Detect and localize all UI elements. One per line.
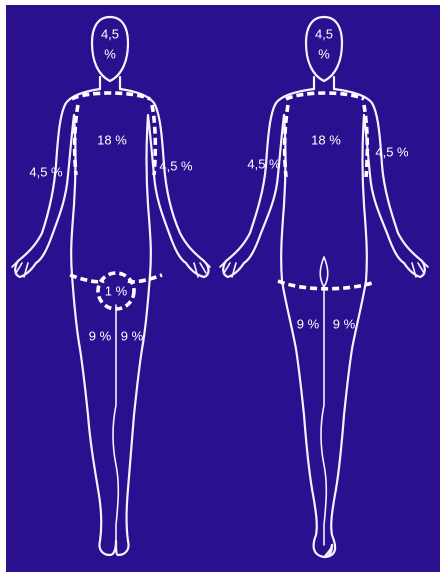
back-neck-boundary xyxy=(286,93,364,99)
front-right-arm-label: 4,5 % xyxy=(29,164,63,179)
back-inner-leg-line xyxy=(321,287,326,545)
back-trunk-label: 18 % xyxy=(311,132,341,147)
back-left-shoulder-boundary xyxy=(285,105,288,177)
back-left-arm-label: 4,5 % xyxy=(375,144,409,159)
front-head-label-top: 4,5 xyxy=(101,26,119,41)
back-neck-outline xyxy=(314,77,334,89)
front-trunk-label: 18 % xyxy=(97,132,127,147)
back-right-arm-label: 4,5 % xyxy=(247,156,281,171)
front-left-shoulder-boundary xyxy=(75,105,78,175)
back-head-label-top: 4,5 xyxy=(315,26,333,41)
front-groin-boundary xyxy=(70,275,162,282)
front-inner-leg-line xyxy=(113,305,118,541)
front-left-silhouette xyxy=(15,89,116,555)
back-left-leg-label: 9 % xyxy=(333,316,356,331)
body-figures-canvas: 4,5 % 18 % 4,5 % 4,5 % 1 % 9 % 9 % 4,5 %… xyxy=(6,5,440,572)
front-left-arm-label: 4,5 % xyxy=(159,158,193,173)
front-right-leg-label: 9 % xyxy=(89,328,112,343)
front-left-leg-label: 9 % xyxy=(121,328,144,343)
back-figure xyxy=(220,17,428,557)
back-head-label-unit: % xyxy=(318,46,330,61)
back-right-leg-label: 9 % xyxy=(297,316,320,331)
body-surface-diagram: 4,5 % 18 % 4,5 % 4,5 % 1 % 9 % 9 % 4,5 %… xyxy=(6,5,440,572)
front-neck-boundary xyxy=(72,93,150,99)
front-genital-label: 1 % xyxy=(105,283,128,298)
front-neck-outline xyxy=(100,77,120,89)
front-head-label-unit: % xyxy=(104,46,116,61)
back-gluteal-line xyxy=(320,257,328,287)
